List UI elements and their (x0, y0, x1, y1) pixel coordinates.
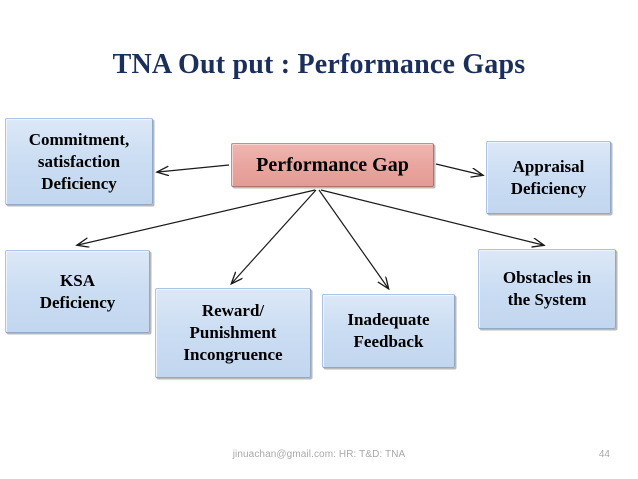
node-reward-punishment-incongruence[interactable]: Reward/ Punishment Incongruence (155, 288, 311, 378)
node-label: Performance Gap (256, 154, 409, 176)
node-obstacles-in-the-system[interactable]: Obstacles in the System (478, 249, 616, 329)
footer-attribution: jinuachan@gmail.com: HR: T&D: TNA (232, 449, 406, 460)
node-label: Commitment, satisfaction Deficiency (28, 129, 130, 193)
slide-number: 44 (598, 449, 610, 460)
node-label: Inadequate Feedback (347, 310, 430, 351)
node-appraisal-deficiency[interactable]: Appraisal Deficiency (486, 141, 611, 214)
node-performance-gap[interactable]: Performance Gap (231, 143, 434, 187)
node-label: Appraisal Deficiency (510, 156, 587, 198)
node-inadequate-feedback[interactable]: Inadequate Feedback (322, 294, 455, 368)
node-label: KSA Deficiency (39, 270, 116, 312)
connector-to-commitment (158, 164, 230, 172)
connector-to-appraisal (435, 163, 482, 175)
connector-to-feedback (318, 189, 388, 288)
node-ksa-deficiency[interactable]: KSA Deficiency (5, 250, 150, 333)
node-commitment-satisfaction-deficiency[interactable]: Commitment, satisfaction Deficiency (5, 118, 153, 205)
node-label: Reward/ Punishment Incongruence (183, 301, 283, 364)
node-label: Obstacles in the System (502, 268, 592, 309)
page-title: TNA Out put : Performance Gaps (112, 49, 526, 80)
connector-to-reward (232, 189, 317, 283)
